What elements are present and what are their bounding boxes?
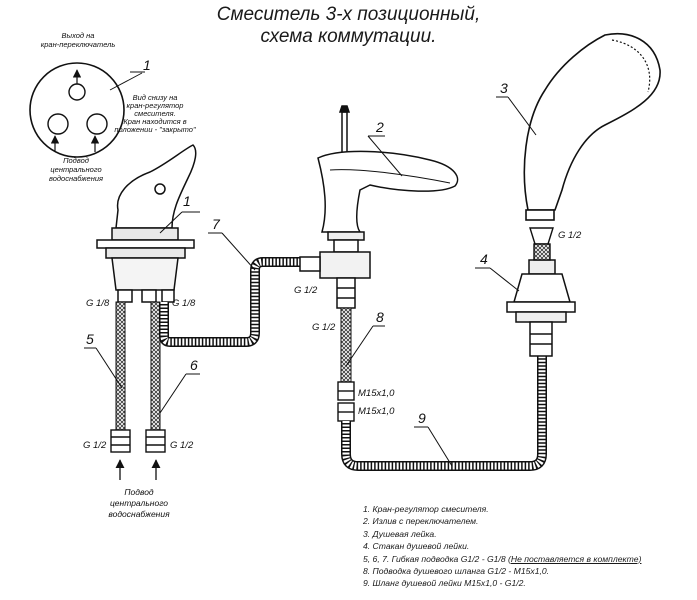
thread-m15-b: M15x1,0	[358, 406, 395, 417]
diagram-title-line1: Смеситель 3-х позиционный,	[216, 4, 481, 25]
callout-8: 8	[376, 309, 384, 325]
thread-g12-spout: G 1/2	[294, 285, 318, 296]
inset-outlet-label-2: кран-переключатель	[41, 40, 116, 49]
legend-item-8: 8. Подводка душевого шланга G1/2 - M15x1…	[363, 566, 550, 577]
supply-label-1: Подвод	[124, 487, 154, 497]
supply-label-2: центрального	[110, 498, 168, 508]
legend-item-2: 2. Излив с переключателем.	[363, 516, 479, 527]
callout-3: 3	[500, 80, 508, 96]
legend-item-4: 4. Стакан душевой лейки.	[363, 541, 470, 552]
callout-4: 4	[480, 251, 488, 267]
hose-6	[150, 301, 161, 431]
inset-supply-2: центрального	[50, 165, 101, 174]
inset-note-1: Вид снизу на	[133, 93, 178, 102]
thread-g12-bottom-left: G 1/2	[83, 440, 107, 451]
m15-fittings	[337, 381, 355, 422]
callout-2: 2	[375, 119, 384, 135]
callout-1-inset: 1	[143, 57, 151, 73]
callout-5: 5	[86, 331, 94, 347]
hose-5	[115, 301, 126, 431]
inset-bottom-view	[29, 62, 143, 158]
thread-g18-left: G 1/8	[86, 298, 110, 309]
spout-with-diverter	[299, 105, 459, 309]
callout-9: 9	[418, 410, 426, 426]
thread-m15-a: M15x1,0	[358, 388, 395, 399]
thread-g12-shower: G 1/2	[558, 230, 582, 241]
legend-item-9: 9. Шланг душевой лейки M15x1,0 - G1/2.	[363, 578, 526, 589]
thread-g18-right: G 1/8	[172, 298, 196, 309]
legend: 1. Кран-регулятор смесителя. 2. Излив с …	[363, 503, 693, 590]
legend-item-5-7: 5, 6, 7. Гибкая подводка G1/2 - G1/8 (Не…	[363, 553, 693, 565]
inset-supply-1: Подвод	[63, 156, 89, 165]
hose-8	[340, 307, 352, 383]
mixer-valve	[96, 144, 197, 303]
legend-note: (Не поставляется в комплекте)	[508, 553, 642, 564]
inset-note-5: положении - "закрыто"	[114, 125, 196, 134]
callout-6: 6	[190, 357, 198, 373]
supply-fittings	[110, 429, 166, 453]
inset-supply-3: водоснабжения	[49, 174, 103, 183]
callout-1-valve: 1	[183, 193, 191, 209]
shower-head	[523, 33, 661, 221]
legend-item-5-7-text: 5, 6, 7. Гибкая подводка G1/2 - G1/8	[363, 553, 506, 564]
inset-outlet-label-1: Выход на	[62, 31, 95, 40]
callout-7: 7	[212, 216, 221, 232]
thread-g12-bottom-right: G 1/2	[170, 440, 194, 451]
thread-g12-hose8: G 1/2	[312, 322, 336, 333]
callout-leaders	[84, 71, 537, 467]
legend-item-1: 1. Кран-регулятор смесителя.	[363, 504, 489, 514]
shower-connector	[529, 227, 554, 261]
diagram-title-line2: схема коммутации.	[260, 26, 437, 47]
supply-label-3: водоснабжения	[108, 509, 170, 519]
shower-holder	[506, 259, 576, 357]
inset-note-3: смесителя.	[134, 109, 175, 118]
legend-item-3: 3. Душевая лейка.	[363, 528, 437, 539]
inset-note-2: кран-регулятор	[127, 101, 184, 110]
inset-note-4: Кран находится в	[123, 117, 186, 126]
